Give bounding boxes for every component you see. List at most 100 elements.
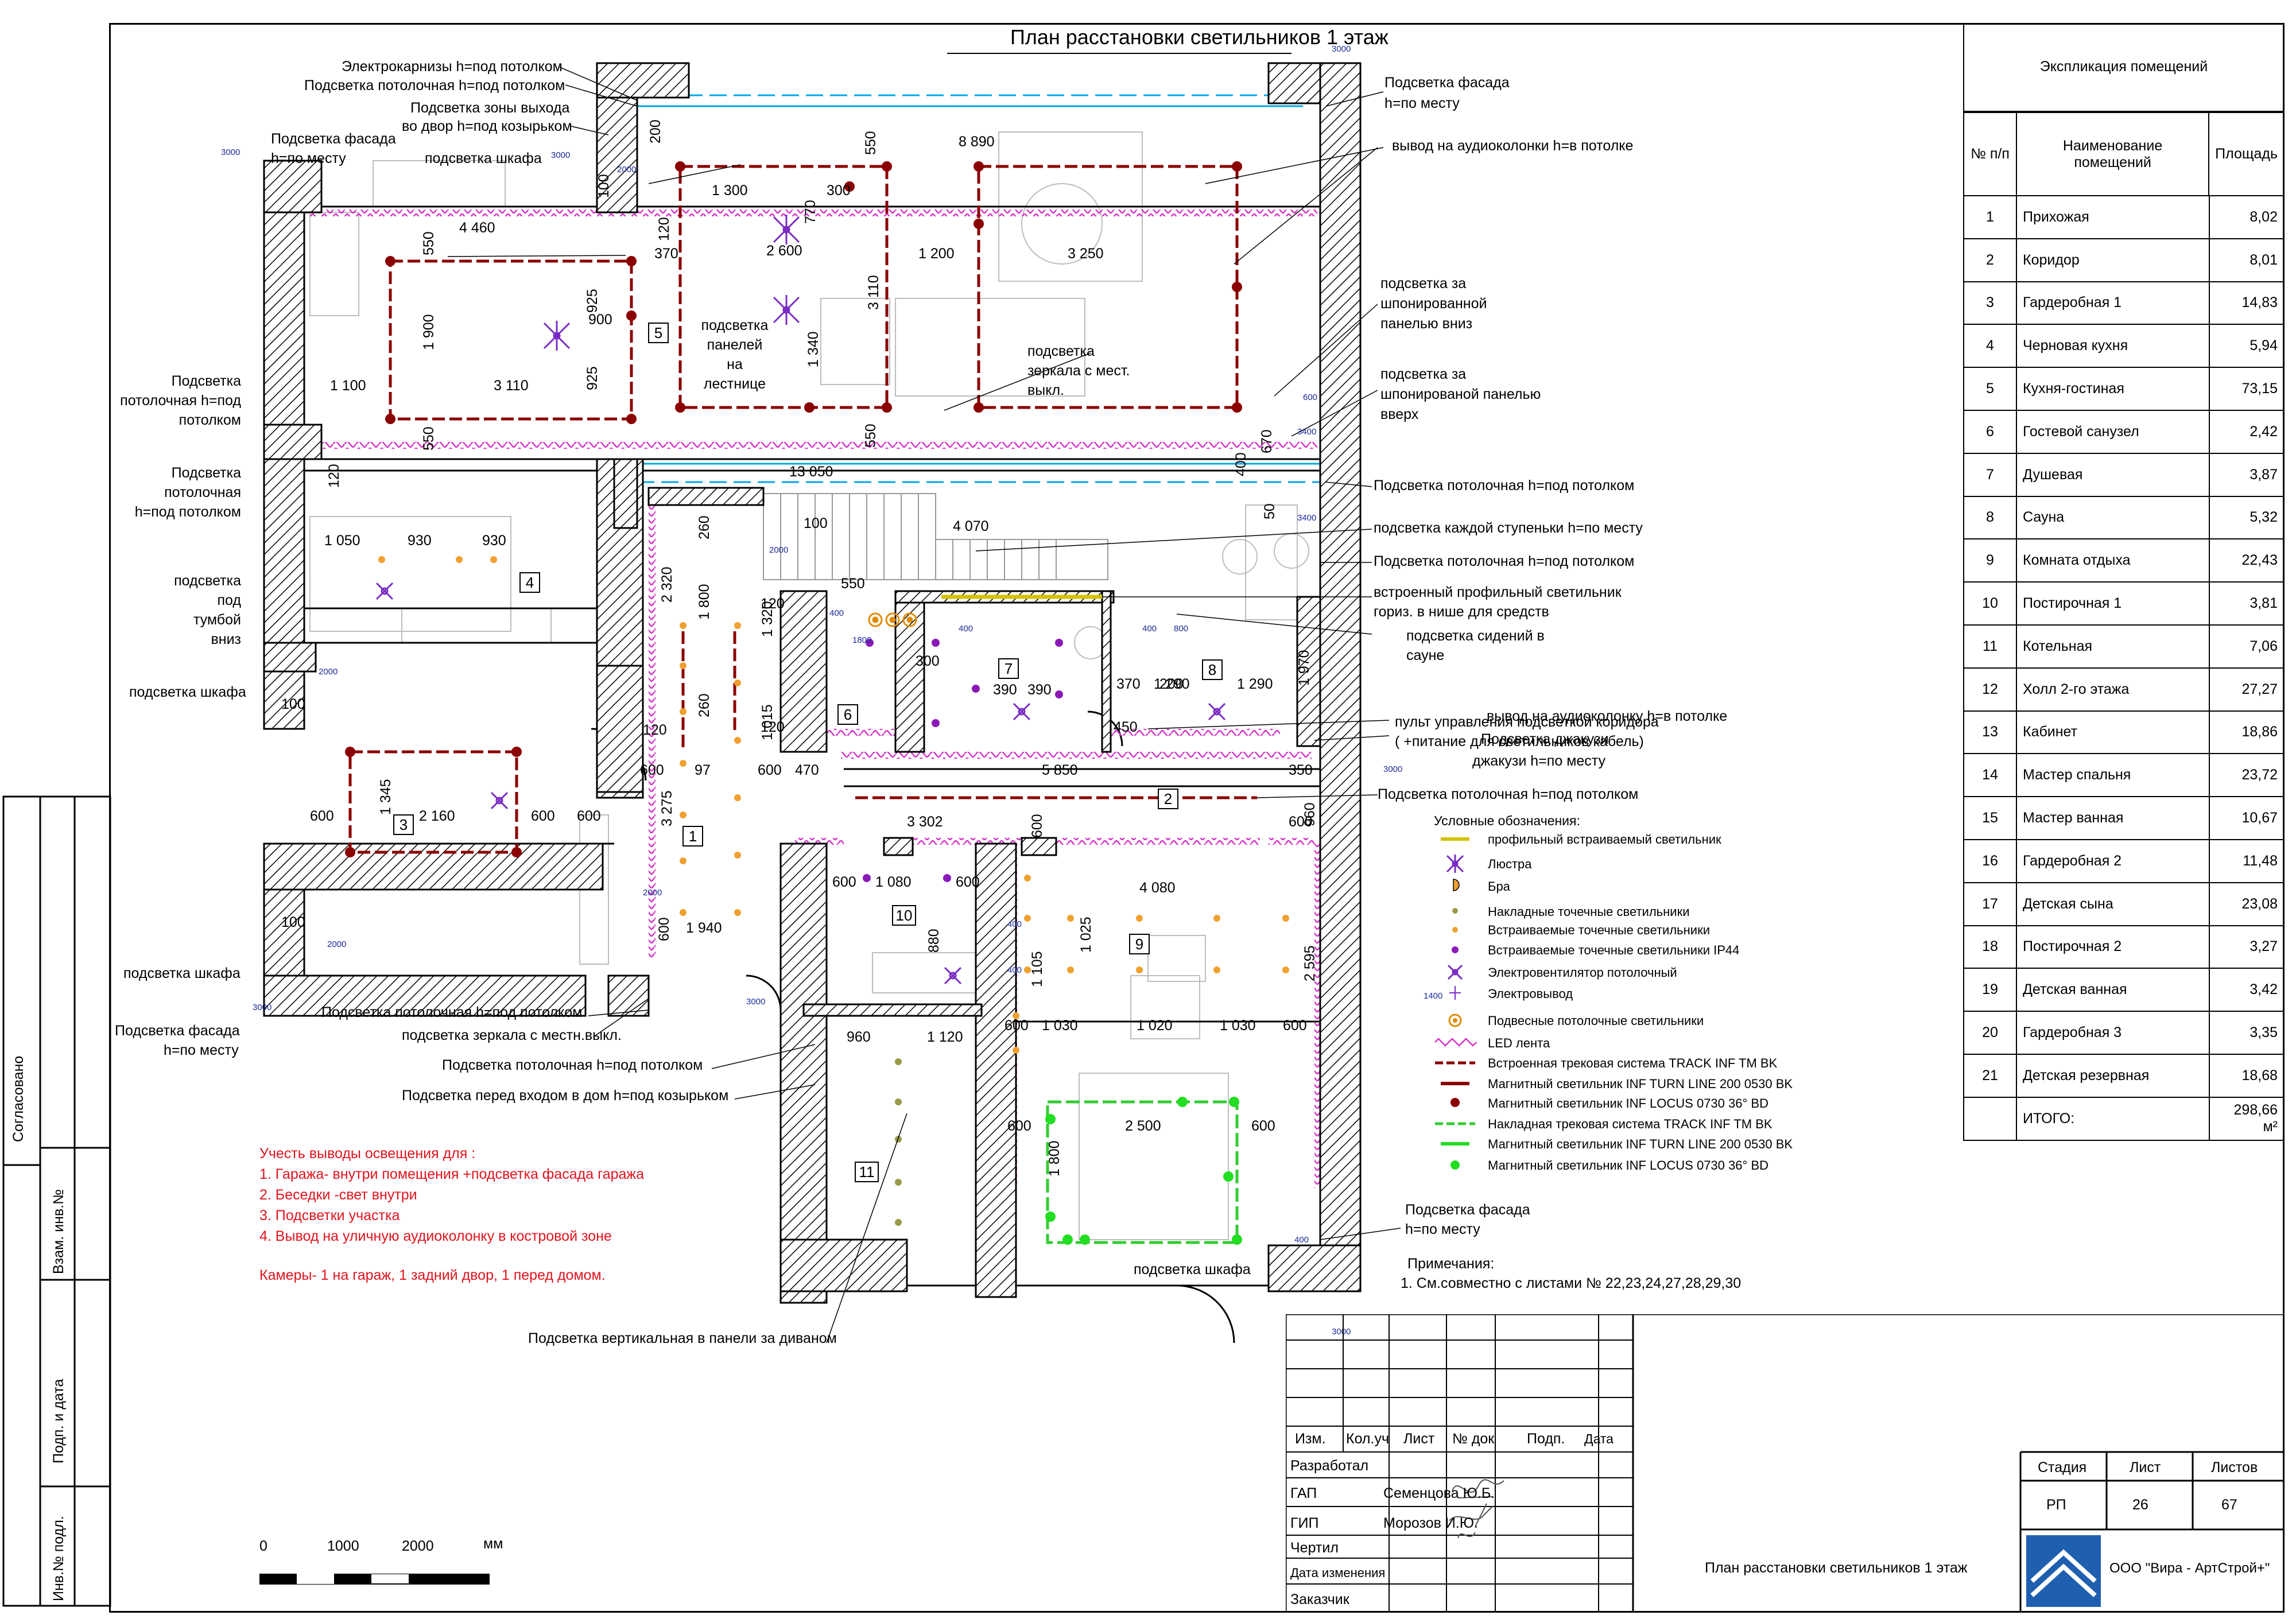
row-num: 16 <box>1963 838 2017 883</box>
side-agreed: Согласовано <box>10 1056 26 1142</box>
row-num: 17 <box>1963 882 2017 926</box>
explication-table: № п/п Наименование помещений Площадь <box>1963 112 2285 196</box>
svg-text:1 030: 1 030 <box>1220 1018 1256 1034</box>
callout-vertical: Подсветка вертикальная в панели за диван… <box>528 1330 837 1346</box>
callout-cabinet-1: подсветка <box>174 573 241 589</box>
svg-text:960: 960 <box>1302 802 1318 826</box>
legend-item-ip44-spot: Встраиваемые точечные светильники IP44 <box>1488 943 1740 957</box>
svg-text:3 302: 3 302 <box>907 814 943 830</box>
row-name: Детская резервная <box>2016 1053 2210 1098</box>
svg-text:3000: 3000 <box>221 147 240 157</box>
scale-tick-1000: 1000 <box>327 1538 359 1554</box>
svg-text:100: 100 <box>281 696 305 712</box>
svg-text:3000: 3000 <box>1383 764 1402 774</box>
red-note-3: 3. Подсветки участка <box>259 1207 400 1224</box>
dimension-labels: 8 890 4 460 1 300 300 2 600 1 200 3 250 … <box>281 134 1313 1134</box>
red-note-1: 1. Гаража- внутри помещения +подсветка ф… <box>259 1166 645 1182</box>
svg-text:600: 600 <box>310 808 334 824</box>
row-num: 2 <box>1963 238 2017 282</box>
svg-text:2: 2 <box>1164 790 1172 807</box>
row-name: Гардеробная 1 <box>2016 281 2210 325</box>
stamp-stage: РП <box>2046 1497 2066 1513</box>
svg-text:1 800: 1 800 <box>1046 1140 1062 1177</box>
row-area: 8,01 <box>2209 238 2285 282</box>
total-value: 298,66 м² <box>2209 1096 2285 1141</box>
callout-veneer-down-1: подсветка за <box>1380 275 1467 292</box>
row-area: 18,86 <box>2209 710 2285 755</box>
svg-text:400: 400 <box>1007 965 1022 975</box>
row-num: 21 <box>1963 1053 2017 1098</box>
svg-text:600: 600 <box>1004 1018 1029 1034</box>
row-num: 20 <box>1963 1011 2017 1055</box>
svg-text:2 595: 2 595 <box>1302 945 1318 981</box>
drawing-title: План расстановки светильников 1 этаж <box>1010 25 1389 49</box>
svg-text:1 320: 1 320 <box>759 601 775 637</box>
svg-text:450: 450 <box>1114 719 1138 735</box>
explication-header-cell: Экспликация помещений <box>1963 23 2285 112</box>
callout-facade-sw-2: h=по месту <box>164 1042 239 1058</box>
row-name: Холл 2-го этажа <box>2016 667 2210 712</box>
stamp-sheet-title: План расстановки светильников 1 этаж <box>1705 1560 1968 1576</box>
svg-text:600: 600 <box>640 762 664 778</box>
scale-unit: мм <box>483 1536 503 1552</box>
svg-text:3 250: 3 250 <box>1068 246 1104 262</box>
stamp-col-date: Дата <box>1584 1431 1614 1446</box>
row-name: Котельная <box>2016 624 2210 669</box>
svg-text:2000: 2000 <box>327 939 346 949</box>
row-area: 3,87 <box>2209 452 2285 497</box>
svg-text:2000: 2000 <box>769 545 788 555</box>
legend-item-chandelier: Люстра <box>1488 857 1532 871</box>
row-area: 3,35 <box>2209 1011 2285 1055</box>
svg-text:960: 960 <box>847 1029 871 1045</box>
callout-ceil-l2-2: потолочная <box>164 484 241 500</box>
callout-panel-2: панелей <box>707 337 763 353</box>
row-area: 27,27 <box>2209 667 2285 712</box>
stamp-customer: Заказчик <box>1290 1591 1350 1608</box>
svg-text:390: 390 <box>1027 682 1052 698</box>
side-inv-repl: Взам. инв.№ <box>51 1189 67 1274</box>
stamp-col-sign: Подп. <box>1527 1431 1565 1447</box>
callout-audio2: вывод на аудиоколонку h=в потолке <box>1487 708 1728 724</box>
row-num: 19 <box>1963 968 2017 1012</box>
row-num: 12 <box>1963 667 2017 712</box>
callout-facade-sw-1: Подсветка фасада <box>115 1023 240 1039</box>
row-name: Гостевой санузел <box>2016 409 2210 454</box>
row-name: Прихожая <box>2016 195 2210 239</box>
callout-cabinet-3: тумбой <box>193 612 241 628</box>
callout-ceil-l1-3: потолком <box>179 412 241 428</box>
svg-text:260: 260 <box>696 515 712 539</box>
row-num: 8 <box>1963 495 2017 540</box>
svg-text:600: 600 <box>832 874 856 890</box>
svg-text:370: 370 <box>654 246 678 262</box>
svg-text:4 070: 4 070 <box>953 518 989 534</box>
legend-item-embedded-track: Встроенная трековая система TRACK INF TM… <box>1488 1056 1778 1070</box>
svg-text:2 600: 2 600 <box>766 243 802 259</box>
svg-text:930: 930 <box>482 533 506 549</box>
svg-text:350: 350 <box>1289 762 1313 778</box>
svg-text:3000: 3000 <box>1332 1327 1351 1337</box>
callout-ceil-r2: Подсветка потолочная h=под потолком <box>1374 553 1635 569</box>
svg-text:4 080: 4 080 <box>1139 880 1176 896</box>
row-name: Постирочная 1 <box>2016 581 2210 626</box>
callout-veneer-down-2: шпонированной <box>1380 296 1487 312</box>
row-name: Детская ванная <box>2016 968 2210 1012</box>
svg-text:4: 4 <box>526 574 534 591</box>
svg-text:1 900: 1 900 <box>421 314 437 350</box>
svg-text:600: 600 <box>758 762 782 778</box>
svg-text:600: 600 <box>1283 1018 1307 1034</box>
svg-text:1 025: 1 025 <box>1078 917 1094 953</box>
total-label: ИТОГО: <box>2016 1096 2210 1141</box>
svg-text:1800: 1800 <box>852 635 871 645</box>
svg-text:550: 550 <box>421 426 437 451</box>
svg-text:600: 600 <box>656 917 672 941</box>
svg-text:3 110: 3 110 <box>866 275 882 310</box>
title-underline <box>947 53 1292 54</box>
legend-item-surface-spot: Накладные точечные светильники <box>1488 904 1690 919</box>
